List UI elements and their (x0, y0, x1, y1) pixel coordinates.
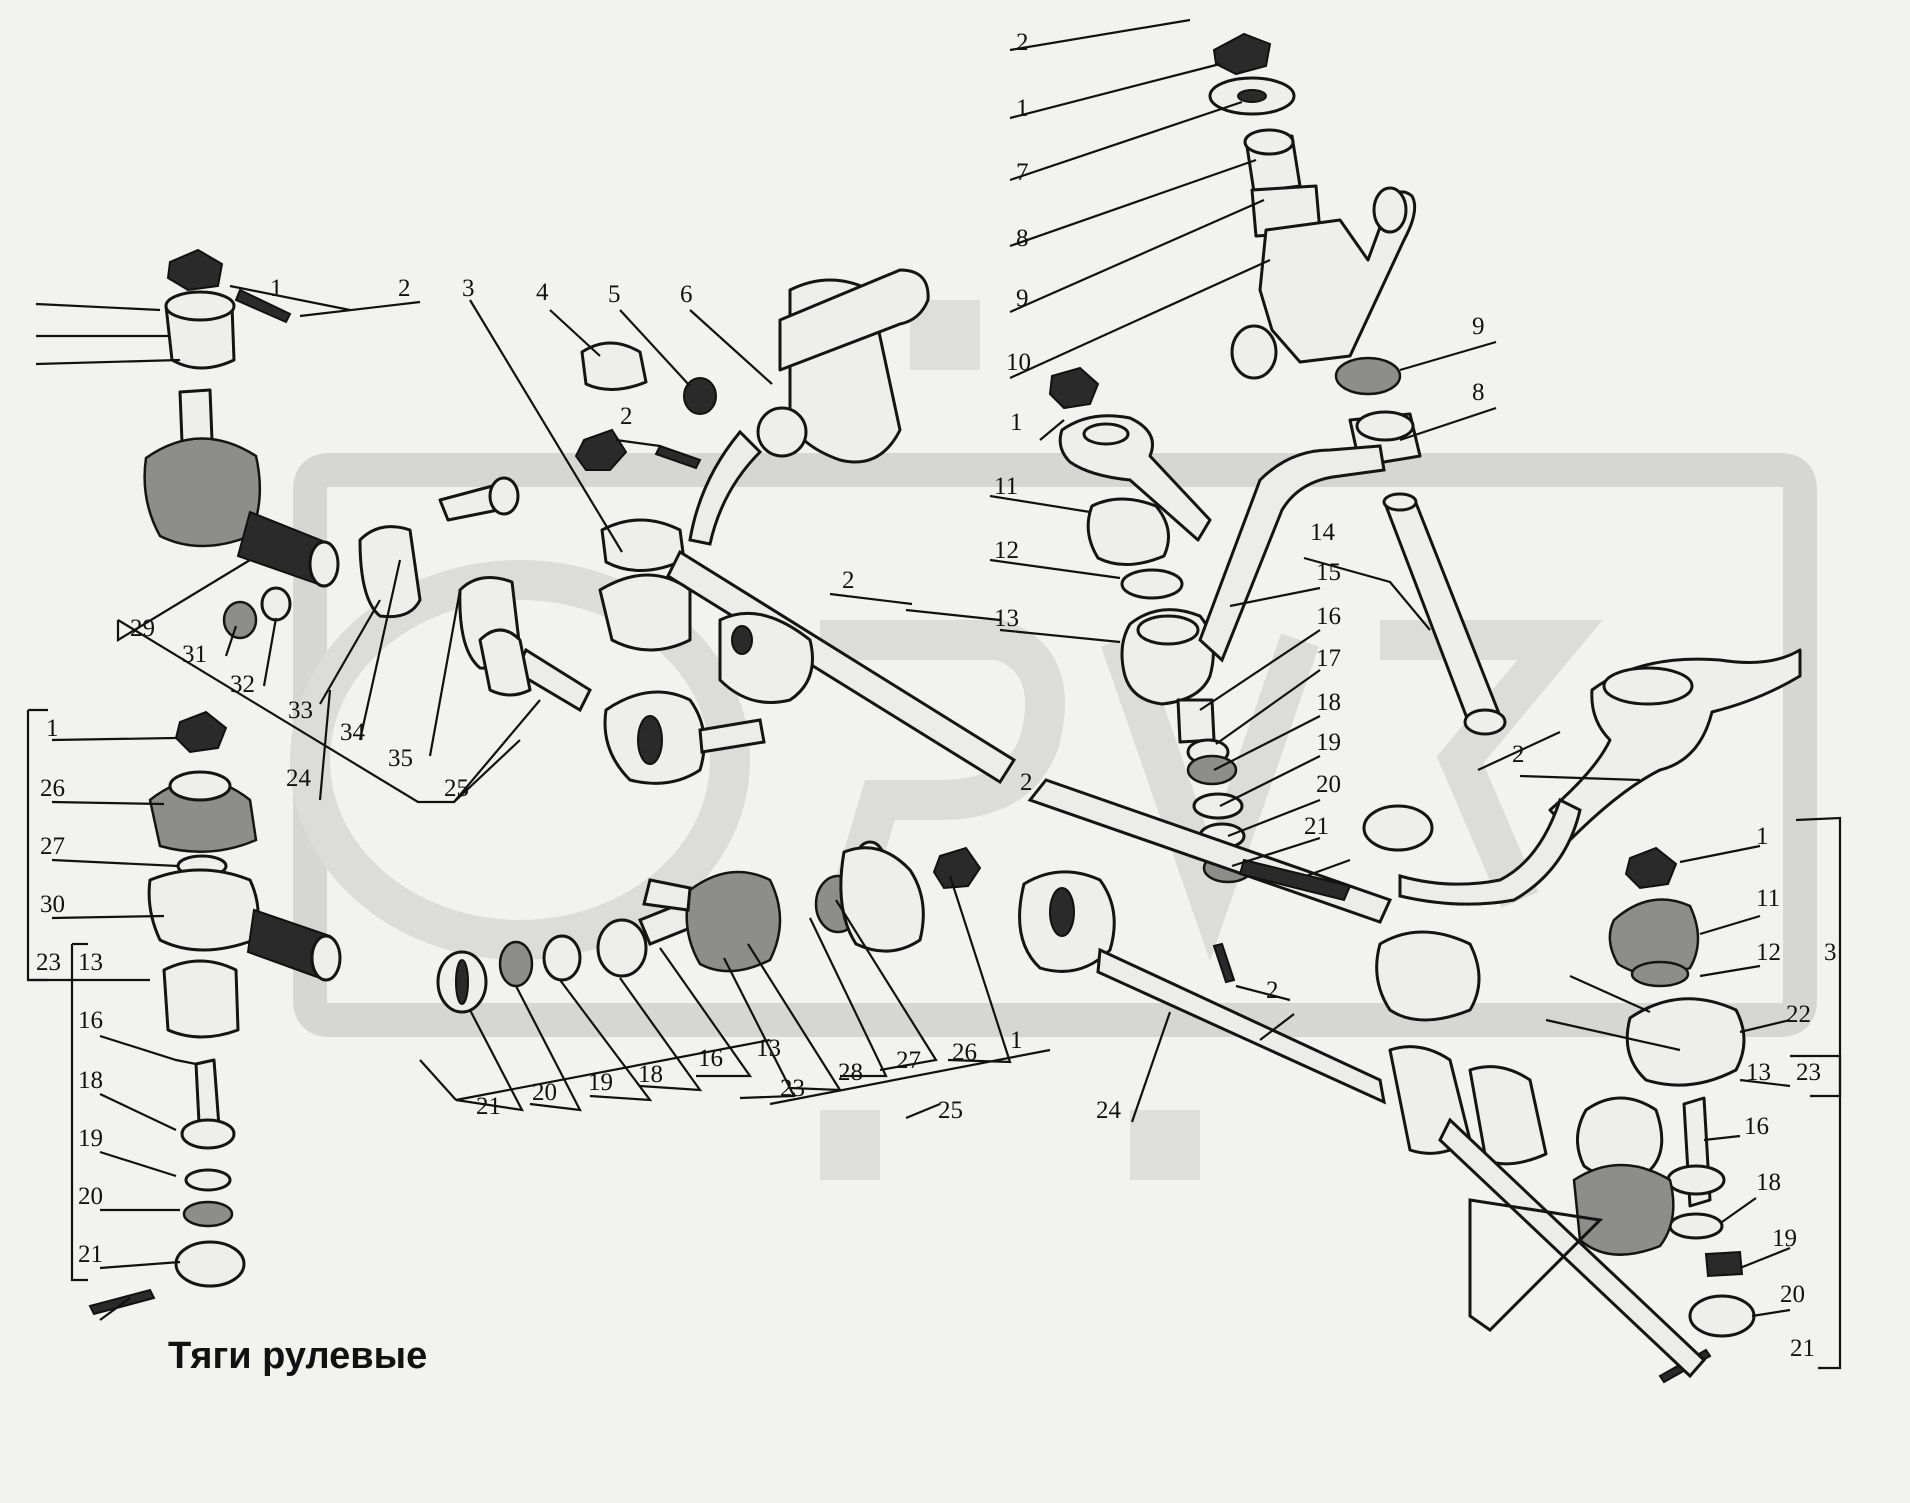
label-4: 4 (536, 279, 549, 306)
label-31: 31 (182, 641, 207, 668)
label-29: 29 (130, 615, 155, 642)
label-1-left: 1 (270, 275, 283, 302)
label-19-right: 19 (1772, 1225, 1797, 1252)
label-12-right: 12 (1756, 939, 1781, 966)
label-19-center: 19 (588, 1069, 613, 1096)
label-35: 35 (388, 745, 413, 772)
lower-left-ball-joint (88, 710, 342, 1316)
label-2-center: 2 (842, 567, 855, 594)
label-2-left: 2 (398, 275, 411, 302)
center-arm-stack (1048, 366, 1254, 884)
label-32: 32 (230, 671, 255, 698)
label-13-center: 13 (756, 1035, 781, 1062)
label-24-center: 24 (1096, 1097, 1122, 1124)
upper-left-ball-joint (143, 248, 340, 640)
label-16-right: 16 (1744, 1113, 1769, 1140)
label-16-lowleft: 16 (78, 1007, 103, 1034)
king-pin (1382, 492, 1507, 736)
label-18-lowleft: 18 (78, 1067, 103, 1094)
label-7: 7 (1016, 159, 1029, 186)
label-9-top: 9 (1016, 285, 1029, 312)
label-23-lowleft: 23 (36, 949, 61, 976)
leader-lines (26, 18, 1842, 1370)
label-23-right: 23 (1796, 1059, 1821, 1086)
label-24-left: 24 (286, 765, 312, 792)
center-right-tie-rod (1018, 778, 1707, 1379)
label-3-left: 3 (462, 275, 475, 302)
right-steering-arm (1362, 648, 1802, 906)
label-30: 30 (40, 891, 65, 918)
label-16-mid: 16 (1316, 603, 1341, 630)
label-16-center: 16 (698, 1045, 723, 1072)
label-11-right: 11 (1756, 885, 1780, 912)
label-20-center: 20 (532, 1079, 557, 1106)
label-18-mid: 18 (1316, 689, 1341, 716)
diagram-caption: Тяги рулевые (168, 1335, 428, 1377)
label-18-right: 18 (1756, 1169, 1781, 1196)
label-26-center: 26 (952, 1039, 977, 1066)
label-2-top: 2 (1016, 29, 1029, 56)
watermark (290, 300, 1817, 1180)
label-1-top: 1 (1016, 95, 1029, 122)
label-8-top: 8 (1016, 225, 1029, 252)
label-19-lowleft: 19 (78, 1125, 103, 1152)
label-21-mid: 21 (1304, 813, 1329, 840)
label-34: 34 (340, 719, 366, 746)
label-18-center: 18 (638, 1061, 663, 1088)
label-1-lowleft: 1 (46, 715, 59, 742)
label-33: 33 (288, 697, 313, 724)
part-number-labels: 2 1 7 8 9 10 9 8 1 11 12 13 14 15 16 17 … (36, 29, 1837, 1362)
label-26-lowleft: 26 (40, 775, 65, 802)
label-9-right: 9 (1472, 313, 1485, 340)
label-2-midright: 2 (1020, 769, 1033, 796)
label-25-center: 25 (938, 1097, 963, 1124)
center-tie-rod-end-kit (436, 846, 982, 1014)
label-3-right: 3 (1824, 939, 1837, 966)
label-1-center: 1 (1010, 1027, 1023, 1054)
label-19-mid: 19 (1316, 729, 1341, 756)
label-25-left: 25 (444, 775, 469, 802)
label-20-lowleft: 20 (78, 1183, 103, 1210)
label-15: 15 (1316, 559, 1341, 586)
label-5: 5 (608, 281, 621, 308)
label-17: 17 (1316, 645, 1341, 672)
label-20-right: 20 (1780, 1281, 1805, 1308)
label-1-mid: 1 (1010, 409, 1023, 436)
label-12-mid: 12 (994, 537, 1019, 564)
label-13-mid: 13 (994, 605, 1019, 632)
label-22: 22 (1786, 1001, 1811, 1028)
label-21-center: 21 (476, 1093, 501, 1120)
label-23-center: 23 (780, 1075, 805, 1102)
upper-pitman-assembly (1208, 32, 1422, 468)
label-20-mid: 20 (1316, 771, 1341, 798)
label-11-mid: 11 (994, 473, 1018, 500)
label-14: 14 (1310, 519, 1336, 546)
label-21-right: 21 (1790, 1335, 1815, 1362)
label-8-right: 8 (1472, 379, 1485, 406)
label-6: 6 (680, 281, 693, 308)
label-13-right: 13 (1746, 1059, 1771, 1086)
center-left-arm (574, 268, 1017, 785)
label-27-lowleft: 27 (40, 833, 65, 860)
relay-arm (1198, 444, 1386, 663)
label-1-right: 1 (1756, 823, 1769, 850)
label-2-arm: 2 (620, 403, 633, 430)
label-13-lowleft: 13 (78, 949, 103, 976)
label-27-center: 27 (896, 1047, 921, 1074)
label-2-bottom: 2 (1266, 977, 1279, 1004)
label-28: 28 (838, 1059, 863, 1086)
label-21-lowleft: 21 (78, 1241, 103, 1268)
label-2-right: 2 (1512, 741, 1525, 768)
label-10: 10 (1006, 349, 1031, 376)
center-bottom-ball-joint (1212, 858, 1481, 1022)
